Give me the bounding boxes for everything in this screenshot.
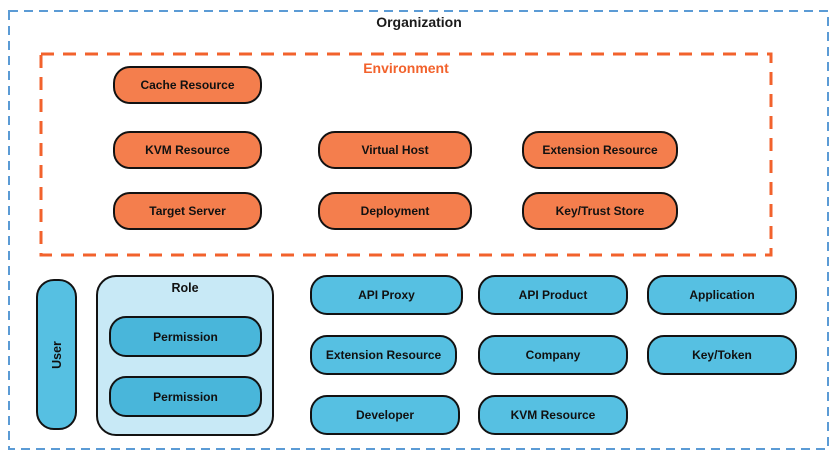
user-node-label: User <box>49 340 64 369</box>
env-node-deployment: Deployment <box>318 192 472 230</box>
organization-title: Organization <box>376 14 462 30</box>
environment-title: Environment <box>363 60 449 76</box>
env-node-extension-resource: Extension Resource <box>522 131 678 169</box>
org-node-api-proxy: API Proxy <box>310 275 463 315</box>
org-node-kvm-resource: KVM Resource <box>478 395 628 435</box>
env-node-kvm-resource: KVM Resource <box>113 131 262 169</box>
permission-node: Permission <box>109 376 262 417</box>
role-label: Role <box>171 281 199 295</box>
permission-node: Permission <box>109 316 262 357</box>
org-node-application: Application <box>647 275 797 315</box>
org-node-key-token: Key/Token <box>647 335 797 375</box>
org-node-extension-resource: Extension Resource <box>310 335 457 375</box>
env-node-virtual-host: Virtual Host <box>318 131 472 169</box>
env-node-key-trust-store: Key/Trust Store <box>522 192 678 230</box>
org-node-developer: Developer <box>310 395 460 435</box>
user-node: User <box>36 279 77 430</box>
env-node-cache-resource: Cache Resource <box>113 66 262 104</box>
env-node-target-server: Target Server <box>113 192 262 230</box>
org-node-api-product: API Product <box>478 275 628 315</box>
org-node-company: Company <box>478 335 628 375</box>
